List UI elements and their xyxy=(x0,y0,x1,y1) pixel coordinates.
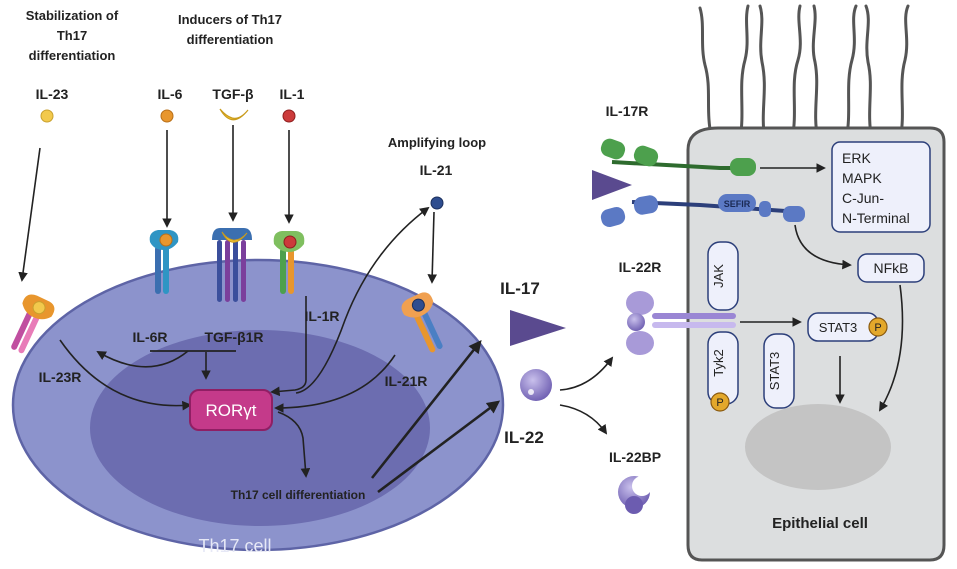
il17-label: IL-17 xyxy=(500,279,540,298)
tyk2-label: Tyk2 xyxy=(711,349,726,376)
arrow-bar-to-il23r xyxy=(96,350,189,368)
pathway-mapk: MAPK xyxy=(842,170,882,186)
il22-ball xyxy=(520,369,552,401)
il22-ball-highlight xyxy=(528,389,534,395)
arrow-to-il17 xyxy=(370,339,482,479)
il22bp-molecule xyxy=(618,476,652,514)
il23-dot xyxy=(40,109,54,123)
arrow-to-il22 xyxy=(377,400,501,494)
tgfb-label: TGF-β xyxy=(212,86,254,102)
sefir-label: SEFIR xyxy=(724,199,751,209)
arrow-il1r-to-rorgt xyxy=(270,296,307,397)
epithelial-cell: Epithelial cell xyxy=(686,4,946,562)
il23r-label: IL-23R xyxy=(39,369,82,385)
arrow-nfkb-to-nucleus xyxy=(879,284,904,412)
il17-triangle xyxy=(510,310,566,346)
il6r-label: IL-6R xyxy=(133,329,168,345)
il22r-label: IL-22R xyxy=(619,259,662,275)
heading-inducers: Inducers of Th17 differentiation xyxy=(178,12,282,47)
il1r-receptor xyxy=(273,231,305,294)
sefir-receptor: SEFIR xyxy=(600,194,805,228)
tyk2-phospho xyxy=(710,392,730,412)
stat3p-phospho-label: P xyxy=(874,322,881,334)
jak-box xyxy=(707,241,739,311)
differentiation-label: Th17 cell differentiation xyxy=(231,488,366,502)
nfkb-box xyxy=(857,253,925,283)
il6-dot xyxy=(160,109,174,123)
heading-stabilization-line2: Th17 xyxy=(57,28,87,43)
jak-label: JAK xyxy=(711,264,726,288)
il17-bound-triangle xyxy=(592,170,632,200)
arrow-il23-to-receptor xyxy=(18,147,41,282)
rorgt-box xyxy=(189,389,273,431)
il22-label: IL-22 xyxy=(504,428,544,447)
heading-stabilization-line3: differentiation xyxy=(29,48,116,63)
heading-inducers-line1: Inducers of Th17 xyxy=(178,12,282,27)
il6r-receptor xyxy=(149,230,179,294)
il17r-label: IL-17R xyxy=(606,103,649,119)
il22r-receptor xyxy=(626,291,736,355)
tgfb-ligand xyxy=(219,108,249,121)
tyk2-phospho-label: P xyxy=(716,397,723,409)
pathway-erk: ERK xyxy=(842,150,871,166)
arrow-rorgt-to-differentiation xyxy=(277,411,311,478)
il6-label: IL-6 xyxy=(158,86,183,102)
stat3-box xyxy=(763,333,795,409)
il1-label: IL-1 xyxy=(280,86,305,102)
arrow-il22-to-bp xyxy=(559,404,608,435)
il22bp-label: IL-22BP xyxy=(609,449,661,465)
il21-label: IL-21 xyxy=(420,162,453,178)
stat3-label: STAT3 xyxy=(767,352,782,391)
heading-stabilization-line1: Stabilization of xyxy=(26,8,119,23)
pathway-box xyxy=(831,141,931,233)
arrow-il22-to-receptor xyxy=(559,356,614,391)
il1r-label: IL-1R xyxy=(305,308,340,324)
il17r-receptor xyxy=(600,138,756,176)
il21r-label: IL-21R xyxy=(385,373,428,389)
tgfb1r-receptor xyxy=(212,228,252,302)
rorgt-label: RORγt xyxy=(206,401,257,420)
il21-dot xyxy=(430,196,444,210)
arrow-il21-to-receptor xyxy=(427,211,438,284)
arrow-il21r-to-rorgt xyxy=(274,354,396,413)
heading-inducers-line2: differentiation xyxy=(187,32,274,47)
il21r-receptor xyxy=(401,292,443,353)
stat3p-label: STAT3 xyxy=(819,320,858,335)
arrow-sefir-to-nfkb xyxy=(794,224,852,270)
pathway-nterminal: N-Terminal xyxy=(842,210,910,226)
stat3p-phospho xyxy=(868,317,888,337)
th17-cell-label: Th17 cell xyxy=(198,536,271,556)
arrow-rorgt-loop-to-il21 xyxy=(295,206,430,394)
epithelial-cell-label: Epithelial cell xyxy=(772,515,868,532)
heading-stabilization: Stabilization of Th17 differentiation xyxy=(26,8,119,63)
il1-dot xyxy=(282,109,296,123)
il23-label: IL-23 xyxy=(36,86,69,102)
nfkb-label: NFkB xyxy=(874,260,909,276)
cilia xyxy=(698,4,910,142)
il23r-receptor xyxy=(11,294,55,354)
epithelial-nucleus xyxy=(745,404,891,490)
pathway-cjun: C-Jun- xyxy=(842,190,884,206)
tgfb1r-label: TGF-β1R xyxy=(204,329,263,345)
heading-amplifying-loop: Amplifying loop xyxy=(388,135,486,150)
arrow-il23r-to-rorgt xyxy=(59,339,192,411)
